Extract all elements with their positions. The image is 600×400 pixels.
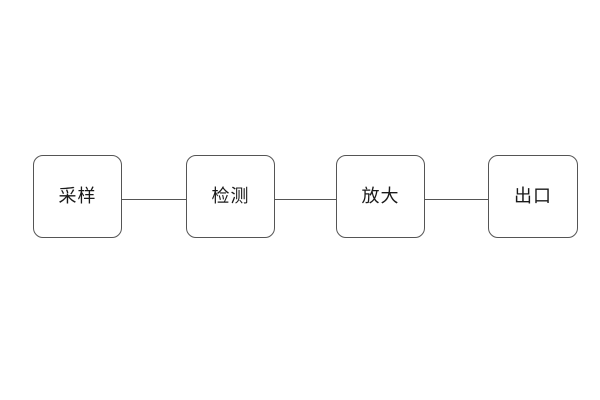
flow-node-label: 放大 [361,185,400,207]
flow-node-label: 出口 [514,185,552,207]
connector-sampling-to-detection [122,199,186,200]
flow-node-label: 检测 [211,185,250,207]
flow-node-output[interactable]: 出口 [488,155,578,238]
connector-detection-to-amplification [275,199,336,200]
flow-node-amplification[interactable]: 放大 [336,155,425,238]
flow-node-label: 采样 [58,185,97,207]
flow-node-detection[interactable]: 检测 [186,155,275,238]
flow-node-sampling[interactable]: 采样 [33,155,122,238]
connector-amplification-to-output [425,199,488,200]
